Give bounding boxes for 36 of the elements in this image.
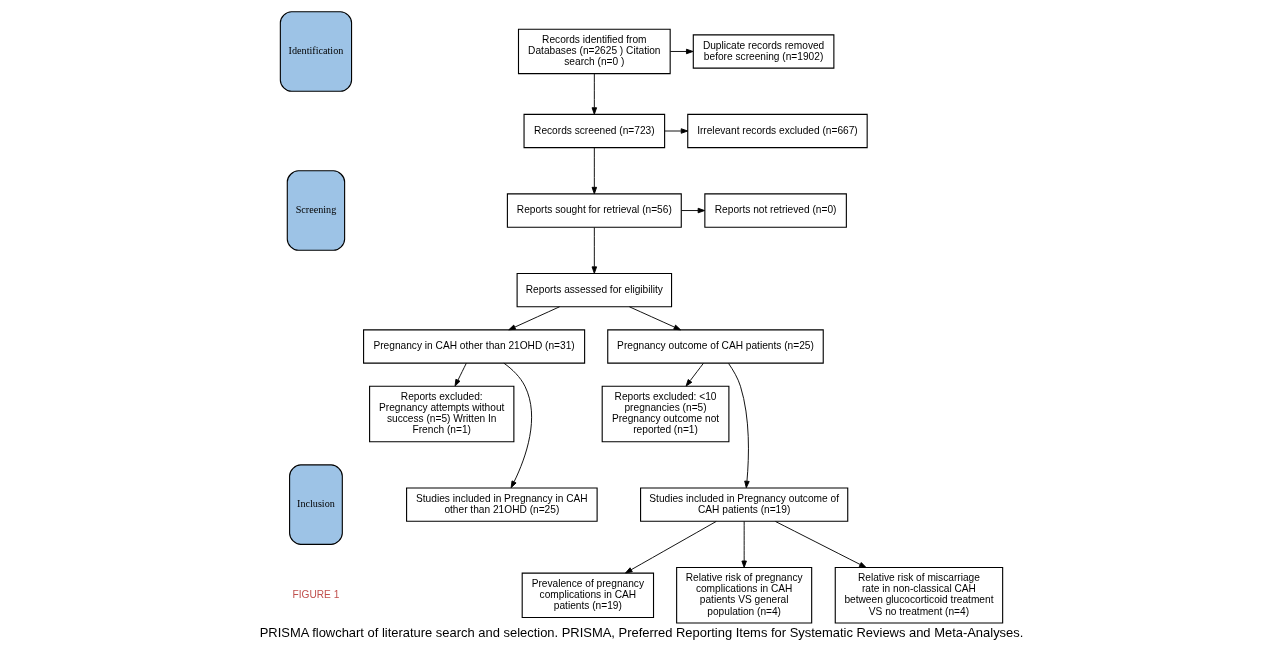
node-box: Relative risk of miscarriage rate in non-classical CAH between glucocorticoid treatment VS no treatment (n=4) — [834, 567, 1003, 624]
node-box: Studies included in Pregnancy in CAH other than 21OHD (n=25) — [405, 487, 598, 522]
arrow — [591, 227, 597, 274]
arrow — [663, 128, 688, 134]
arrow — [591, 147, 597, 195]
caption: PRISMA flowchart of literature search and selection. PRISMA, Preferred Reporting Items for Systematic Reviews and Meta-Analyses. — [259, 625, 1023, 641]
arrow — [774, 521, 866, 568]
node-box: Reports sought for retrieval (n=56) — [506, 193, 682, 228]
arrow — [502, 362, 532, 489]
node-box: Relative risk of pregnancy complications in CAH patients VS general population (n=4) — [675, 567, 812, 624]
node-box: Irrelevant records excluded (n=667) — [686, 113, 868, 149]
node-box: Pregnancy in CAH other than 21OHD (n=31) — [362, 329, 585, 364]
node-box: Records screened (n=723) — [523, 113, 665, 149]
node-box: Prevalence of pregnancy complications in CAH patients (n=19) — [521, 572, 654, 619]
arrow — [680, 207, 705, 214]
node-box: Studies included in Pregnancy outcome of CAH patients (n=19) — [639, 487, 848, 522]
arrow — [454, 362, 467, 387]
arrow — [591, 73, 597, 115]
arrow — [727, 363, 750, 489]
arrow — [628, 306, 681, 331]
arrow — [740, 521, 747, 568]
arrow — [507, 306, 560, 331]
node-box: Identification — [279, 11, 352, 92]
node-box: Pregnancy outcome of CAH patients (n=25) — [606, 329, 824, 364]
node-box: Screening — [286, 170, 345, 251]
arrow — [624, 521, 717, 574]
node-box: Reports excluded: <10 pregnancies (n=5) Pregnancy outcome not reported (n=1) — [601, 385, 729, 443]
arrow — [669, 48, 693, 55]
node-box: Inclusion — [288, 464, 343, 545]
node-box: Reports excluded: Pregnancy attempts without success (n=5) Written In French (n=1) — [368, 385, 514, 443]
label: FIGURE 1 — [292, 588, 339, 600]
node-box: Reports not retrieved (n=0) — [703, 193, 847, 228]
node-box: Reports assessed for eligibility — [516, 272, 672, 308]
arrow — [685, 362, 704, 387]
node-box: Duplicate records removed before screening (n=1902) — [692, 34, 834, 69]
node-box: Records identified from Databases (n=2625 ) Citation search (n=0 ) — [517, 28, 671, 75]
